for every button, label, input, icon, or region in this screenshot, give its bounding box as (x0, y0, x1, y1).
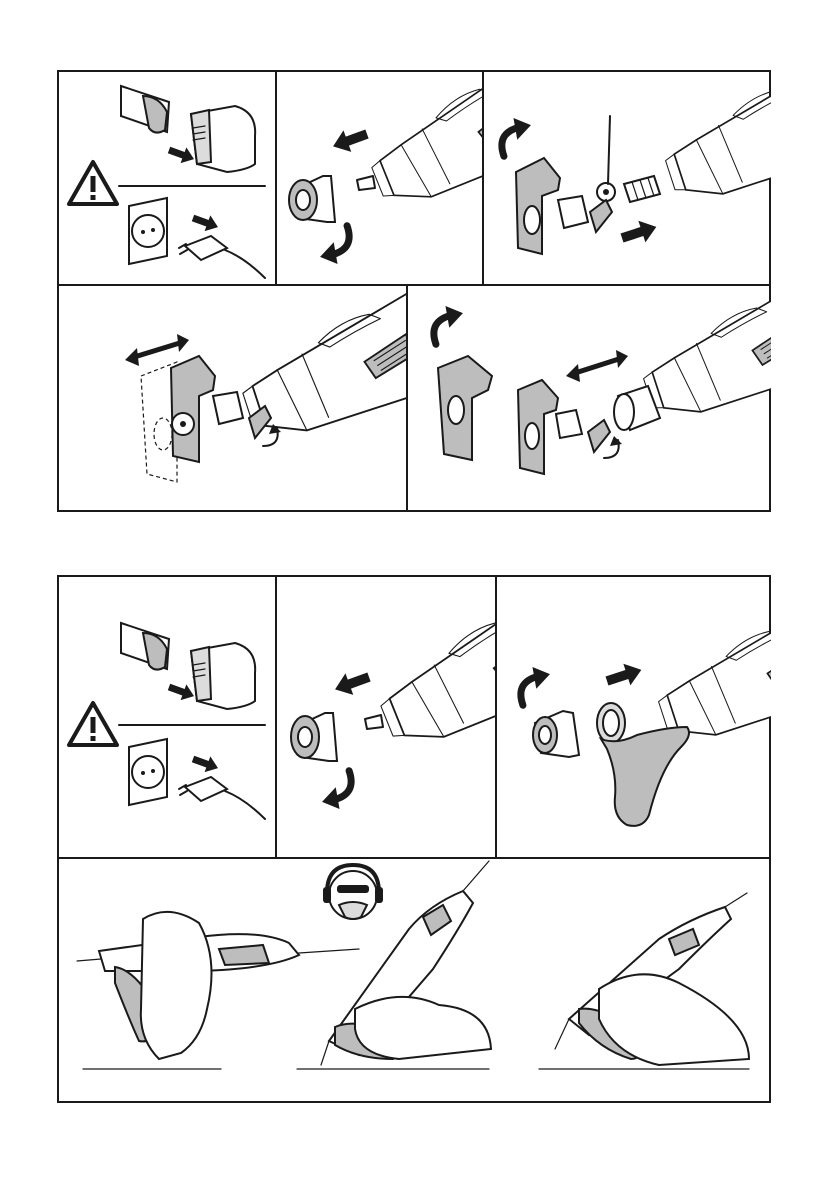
safety-glasses-mask-earmuffs-icon (323, 865, 383, 919)
collet-icon (597, 116, 660, 202)
warning-triangle-icon (69, 703, 117, 745)
hand-grip-icon (77, 912, 359, 1059)
pull-arrow-icon (329, 123, 371, 157)
cutting-guide-icon (518, 380, 622, 474)
rotary-tool (645, 596, 771, 748)
figure-1-frame (57, 70, 771, 512)
cutting-guide-icon (171, 356, 243, 462)
panel-unplug-warning (59, 72, 275, 284)
rotate-arrow-icon (497, 115, 535, 156)
rotary-tool (652, 72, 771, 207)
push-arrow-icon (618, 216, 659, 249)
double-arrow-icon (566, 350, 628, 382)
cutting-guide-icon (516, 158, 612, 254)
hand-grip-icon (555, 893, 749, 1065)
cutting-guide-removed (438, 356, 492, 460)
nose-end (614, 386, 660, 430)
panel-remove-nose-cap (277, 577, 495, 857)
panel-attach-cutting-guide (484, 72, 771, 284)
pull-arrow-icon (331, 666, 373, 700)
battery-removal-icon (121, 86, 255, 172)
nose-cap-icon (289, 176, 335, 222)
push-arrow-icon (603, 659, 644, 692)
panel-remove-nose-cap (277, 72, 482, 284)
rotate-arrow-icon (516, 664, 554, 705)
rotate-arrow-icon (318, 771, 356, 812)
rotary-tool (355, 72, 482, 213)
warning-triangle-icon (69, 162, 117, 204)
panel-unplug-warning (59, 577, 275, 857)
power-plug-icon (129, 198, 265, 278)
battery-removal-icon (121, 623, 255, 709)
nose-cap-icon (533, 711, 579, 757)
rotate-arrow-icon (429, 303, 467, 344)
figure-2-frame (57, 575, 771, 1103)
power-plug-icon (129, 739, 265, 819)
panel-grip-positions (59, 859, 771, 1103)
panel-remove-cutting-guide (408, 286, 771, 512)
double-arrow-icon (125, 334, 189, 366)
rotary-tool (363, 581, 495, 754)
nose-cap-icon (291, 713, 337, 761)
rotate-arrow-icon (316, 226, 354, 267)
panel-attach-finger-grip (497, 577, 771, 857)
panel-adjust-cutting-depth (59, 286, 406, 512)
